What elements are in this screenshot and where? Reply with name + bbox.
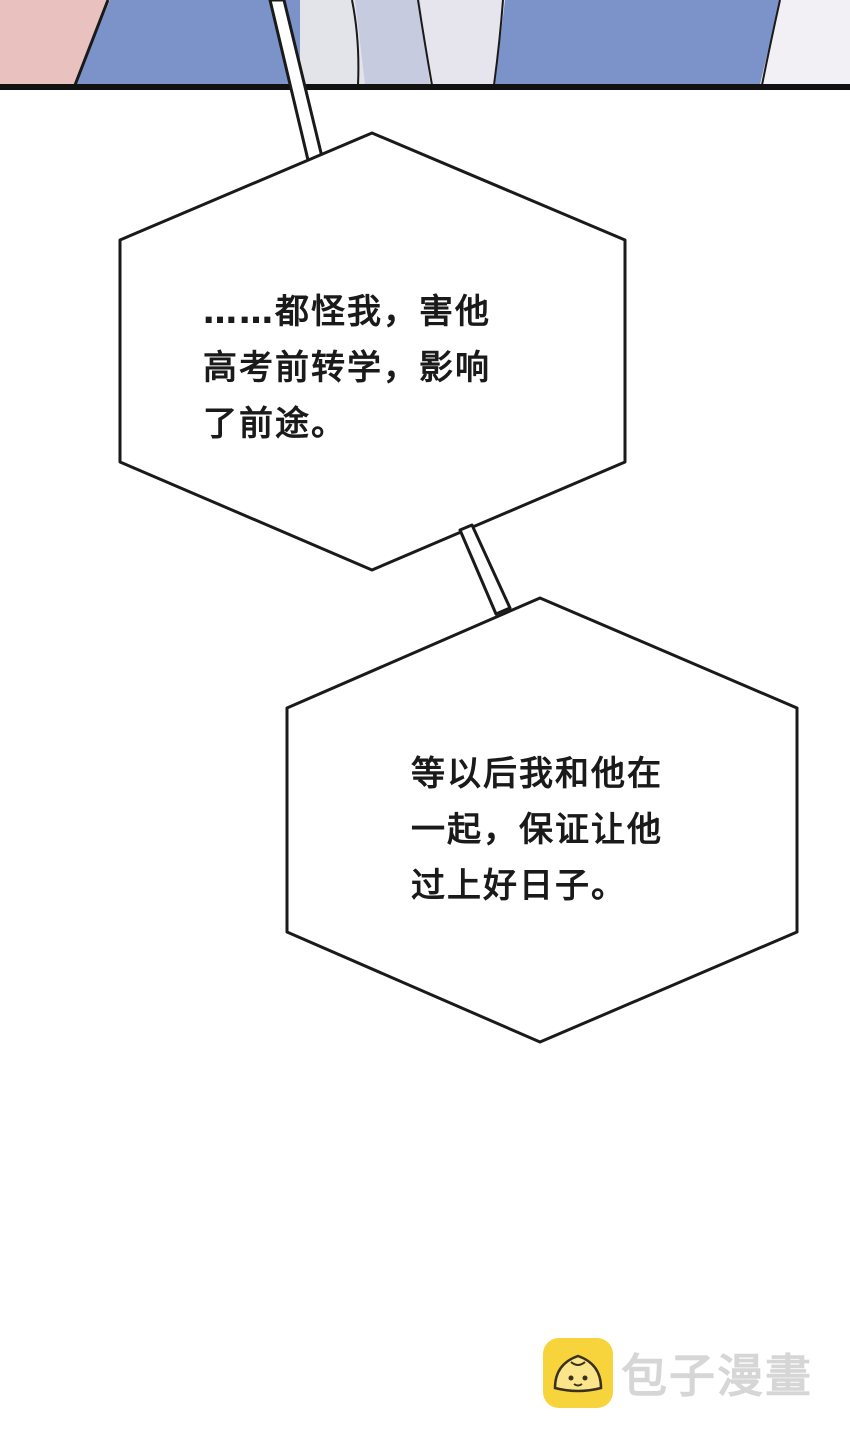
bubble-1-text: ……都怪我，害他 高考前转学，影响 了前途。 [203, 292, 491, 444]
panel-illustration [0, 0, 850, 90]
watermark: 包子漫畫 [543, 1338, 813, 1408]
watermark-text: 包子漫畫 [621, 1349, 813, 1403]
speech-bubble-1 [118, 131, 627, 572]
speech-bubble-2 [285, 596, 799, 1044]
bubble-2-text: 等以后我和他在 一起，保证让他 过上好日子。 [411, 754, 663, 906]
bubble-connector [458, 523, 512, 616]
bubble-tail-top [268, 0, 324, 162]
bun-mascot-icon [543, 1338, 613, 1408]
comic-panel-top [0, 0, 850, 90]
